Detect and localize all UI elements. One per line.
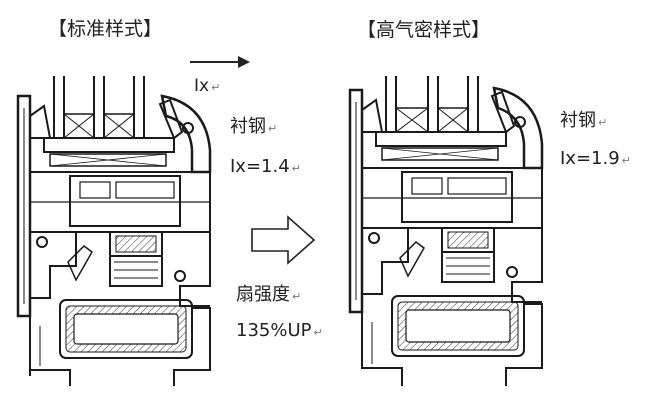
- left-lining-steel-label: 衬钢↵: [230, 116, 278, 137]
- paragraph-mark: ↵: [598, 116, 608, 129]
- paragraph-mark: ↵: [211, 81, 221, 94]
- paragraph-mark: ↵: [313, 326, 323, 339]
- improvement-value: 135%UP↵: [236, 320, 323, 341]
- paragraph-mark: ↵: [268, 122, 278, 135]
- hollow-right-arrow-icon: [251, 215, 316, 265]
- sash-strength-label: 扇强度↵: [236, 284, 302, 305]
- paragraph-mark: ↵: [291, 162, 301, 175]
- high-airtight-style-title: 【高气密样式】: [357, 19, 491, 41]
- ix-axis-label: Ix↵: [194, 76, 221, 96]
- paragraph-mark: ↵: [621, 154, 631, 167]
- standard-profile-cross-section: [16, 76, 212, 386]
- right-ix-value: Ix=1.9↵: [560, 148, 631, 169]
- standard-style-title: 【标准样式】: [48, 18, 163, 40]
- direction-arrow-icon: [190, 56, 250, 68]
- right-lining-steel-label: 衬钢↵: [560, 110, 608, 131]
- high-airtight-profile-cross-section: [348, 76, 544, 386]
- left-ix-value: Ix=1.4↵: [230, 156, 301, 177]
- paragraph-mark: ↵: [292, 290, 302, 303]
